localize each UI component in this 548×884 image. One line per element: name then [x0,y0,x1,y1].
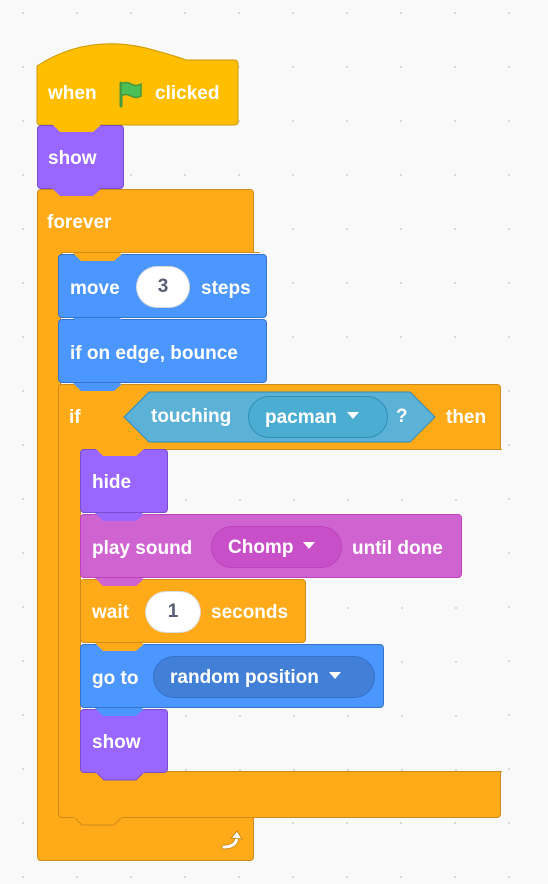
when-flag-clicked-block[interactable]: when clicked [36,36,239,126]
forever-label: forever [47,212,112,233]
touching-condition[interactable]: touching pacman ? [123,391,436,443]
sound-bottom-tab [95,578,143,586]
hide-label: hide [92,472,132,493]
move-bottom-tab [73,318,121,326]
seconds-label: seconds [211,602,289,623]
go-to-label: go to [92,668,139,689]
tab [96,772,144,781]
show-label: show [48,148,97,169]
touching-target-value: pacman [265,407,337,428]
if-bottom-tab [74,817,122,826]
loop-arrow-icon [219,828,243,852]
sound-value: Chomp [228,537,294,558]
then-label: then [446,407,487,428]
show-bottom-tab [52,188,100,196]
until-done-label: until done [352,538,443,559]
bounce-label: if on edge, bounce [70,343,238,364]
dropdown-caret-icon [303,542,316,550]
go-to-target-value: random position [170,667,319,688]
wait-label: wait [92,602,129,623]
clicked-label: clicked [155,83,220,104]
forever-bottom-arm [60,812,253,860]
dropdown-caret-icon [328,672,341,680]
steps-input[interactable]: 3 [136,266,190,308]
steps-label: steps [201,278,251,299]
forever-left-arm [38,252,60,812]
play-sound-label: play sound [92,538,193,559]
move-steps-block[interactable]: move 3 steps [58,254,267,318]
wait-bottom-tab [95,643,143,651]
move-label: move [70,278,120,299]
show-block[interactable]: show [80,709,168,781]
forever-inner-tab [73,253,121,261]
when-label: when [48,83,97,104]
go-to-target-dropdown[interactable]: random position [153,656,375,698]
bounce-bottom-tab [73,383,121,391]
hide-block[interactable]: hide [80,449,168,513]
touching-label: touching [151,406,232,427]
green-flag-icon [116,80,144,108]
wait-seconds-block[interactable]: wait 1 seconds [80,579,306,643]
go-to-block[interactable]: go to random position [80,644,384,708]
sound-dropdown[interactable]: Chomp [211,526,342,568]
hat-bottom-tab [52,124,100,132]
touching-target-dropdown[interactable]: pacman [248,396,388,438]
question-mark-label: ? [396,406,408,427]
hide-bottom-tab [95,513,143,521]
wait-input[interactable]: 1 [145,591,201,633]
dropdown-caret-icon [346,412,359,420]
if-inner-tab [95,448,143,456]
play-sound-until-done-block[interactable]: play sound Chomp until done [80,514,462,578]
if-label: if [69,407,81,428]
go-to-bottom-tab [95,708,143,716]
hat-shape [36,43,239,126]
if-on-edge-bounce-block[interactable]: if on edge, bounce [58,319,267,383]
show-block[interactable]: show [37,125,124,189]
show-label: show [92,732,141,753]
